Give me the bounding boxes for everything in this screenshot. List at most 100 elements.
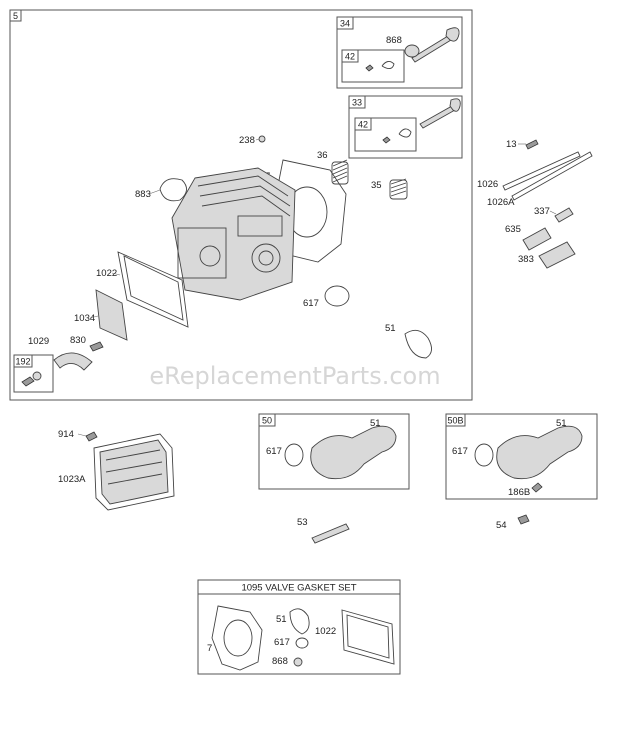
exhaust-retainer-tag-box [341, 49, 359, 63]
label-51: 51 [385, 323, 396, 334]
o-ring-617 [324, 285, 350, 307]
watermark-text: eReplacementParts.com [149, 362, 440, 390]
rocker-cover-gasket-1022 [117, 251, 189, 328]
stud-13 [525, 139, 539, 150]
gasket-883 [159, 178, 187, 202]
kit-title: 1095 VALVE GASKET SET [241, 583, 356, 594]
main-group-tag: 5 [13, 11, 18, 21]
label-383: 383 [518, 254, 534, 265]
manifold-b-tag-box [445, 413, 466, 427]
kit-o-ring [295, 637, 309, 649]
label-36: 36 [317, 150, 328, 161]
stud-53 [311, 523, 350, 544]
exhaust-valve-frame [336, 16, 463, 89]
kit-frame [197, 579, 401, 675]
label-1026: 1026 [477, 179, 498, 190]
exhaust-valve-tag-box [336, 16, 354, 30]
label-13: 13 [506, 139, 517, 150]
intake-valve-stem [419, 105, 456, 129]
exhaust-retainer-frame [341, 49, 405, 83]
label-53: 53 [297, 517, 308, 528]
intake-retainer-tag: 42 [358, 120, 368, 130]
tube-635 [522, 227, 552, 251]
label-kit-51: 51 [276, 614, 287, 625]
kit-seal-868 [293, 657, 303, 667]
label-830: 830 [70, 335, 86, 346]
label-kit-1022: 1022 [315, 626, 336, 637]
intake-retainer-tag-box [354, 117, 372, 131]
rocker-cover-1023A [93, 433, 175, 511]
manifold-tag-box [258, 413, 276, 427]
cylinder-head [171, 167, 296, 301]
label-manifold-b-617: 617 [452, 446, 468, 457]
manifold-box[interactable]: 50 617 51 [258, 413, 410, 490]
main-group-frame [9, 9, 473, 401]
label-337: 337 [534, 206, 550, 217]
manifold-b-tag: 50B [447, 416, 463, 426]
breather-plate-1034 [95, 289, 128, 341]
valve-spring-36 [331, 159, 349, 185]
part-238-nut [258, 135, 266, 143]
label-868-top: 868 [386, 35, 402, 46]
breather-valve-frame [13, 354, 54, 393]
intake-valve-frame [348, 95, 463, 159]
pushrod-1026 [502, 151, 581, 191]
intake-valve-tag-box [348, 95, 366, 109]
fitting-830 [89, 341, 104, 352]
label-635: 635 [505, 224, 521, 235]
breather-valve-tag: 192 [15, 357, 30, 367]
intake-retainer-cap [398, 128, 412, 138]
main-group-tag-box [9, 9, 22, 22]
breather-valve-box[interactable]: 192 [13, 354, 54, 393]
kit-gasket-51 [289, 608, 310, 635]
exhaust-retainer-cap [381, 61, 395, 69]
label-238: 238 [239, 135, 255, 146]
label-883: 883 [135, 189, 151, 200]
valve-gasket-kit[interactable]: 1095 VALVE GASKET SET 7 51 617 868 1022 [197, 579, 401, 675]
gasket-51 [404, 329, 432, 359]
sensor-383 [538, 241, 576, 269]
exhaust-retainer-keeper [365, 64, 374, 72]
exhaust-valve-box[interactable]: 34 42 868 [336, 16, 463, 89]
kit-head-gasket [211, 605, 263, 671]
manifold-frame [258, 413, 410, 490]
exhaust-valve-seal [404, 44, 420, 58]
label-1026A: 1026A [487, 197, 515, 208]
manifold-body [310, 425, 397, 480]
exhaust-retainer-tag: 42 [345, 52, 355, 62]
intake-retainer-keeper [382, 136, 391, 144]
screw-914 [85, 431, 98, 442]
label-1023A: 1023A [58, 474, 86, 485]
label-914: 914 [58, 429, 74, 440]
exhaust-valve-head [445, 27, 460, 42]
label-kit-7: 7 [207, 643, 212, 654]
label-kit-617: 617 [274, 637, 290, 648]
intake-valve-head [449, 98, 461, 112]
cylinder-head-group: 5 34 42 868 33 42 [9, 9, 473, 401]
label-manifold-617: 617 [266, 446, 282, 457]
manifold-b-box[interactable]: 50B 617 51 186B [445, 413, 598, 500]
intake-valve-tag: 33 [352, 98, 362, 108]
exhaust-valve-tag: 34 [340, 19, 350, 29]
breather-valve-tag-box [13, 354, 33, 368]
label-54: 54 [496, 520, 507, 531]
label-manifold-b-51: 51 [556, 418, 567, 429]
label-1022: 1022 [96, 268, 117, 279]
valve-spring-35 [389, 178, 408, 200]
manifold-o-ring [284, 443, 304, 467]
label-186B: 186B [508, 487, 530, 498]
label-kit-868: 868 [272, 656, 288, 667]
manifold-b-body [496, 425, 583, 480]
screw-54 [517, 514, 530, 525]
label-1034: 1034 [74, 313, 95, 324]
fitting-186B [531, 482, 543, 493]
label-manifold-51: 51 [370, 418, 381, 429]
manifold-b-frame [445, 413, 598, 500]
pushrod-1026A [511, 151, 593, 201]
manifold-tag: 50 [262, 416, 272, 426]
label-617: 617 [303, 298, 319, 309]
intake-retainer-frame [354, 117, 417, 152]
intake-valve-box[interactable]: 33 42 [348, 95, 463, 159]
tube-1029 [53, 352, 93, 371]
